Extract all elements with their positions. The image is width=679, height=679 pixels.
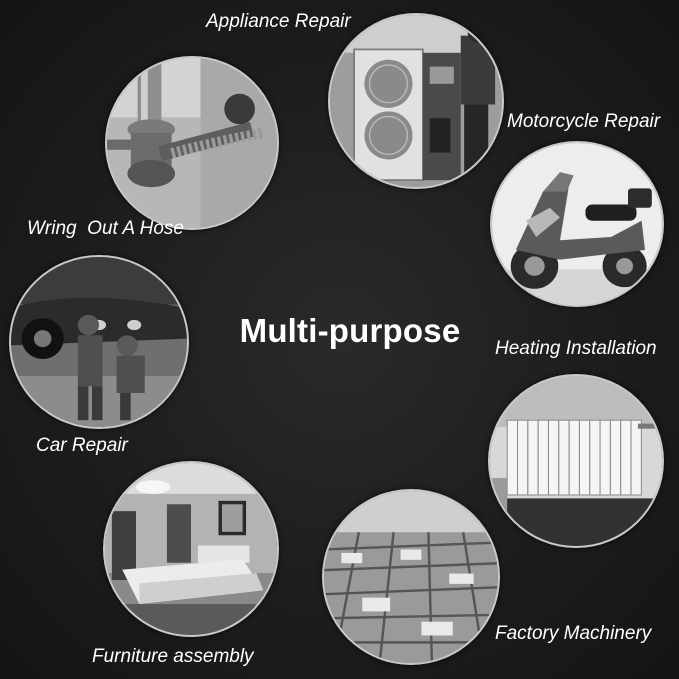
air-conditioner-unit-photo	[328, 13, 504, 189]
radiator-photo	[488, 374, 664, 548]
factory-line-photo	[322, 489, 500, 665]
bedroom-photo	[103, 461, 279, 637]
label-motorcycle-repair: Motorcycle Repair	[507, 111, 661, 132]
label-factory-machinery: Factory Machinery	[495, 623, 652, 644]
sink-pipe-photo	[105, 56, 279, 230]
label-appliance-repair: Appliance Repair	[206, 11, 351, 32]
scooter-photo	[490, 141, 664, 307]
page-title: Multi-purpose	[239, 312, 461, 349]
car-mechanics-photo	[9, 255, 189, 429]
label-car-repair: Car Repair	[36, 435, 128, 456]
label-furniture-assembly: Furniture assembly	[92, 646, 254, 667]
label-wring-out-a-hose: Wring Out A Hose	[27, 218, 184, 239]
label-heating-installation: Heating Installation	[495, 338, 657, 359]
